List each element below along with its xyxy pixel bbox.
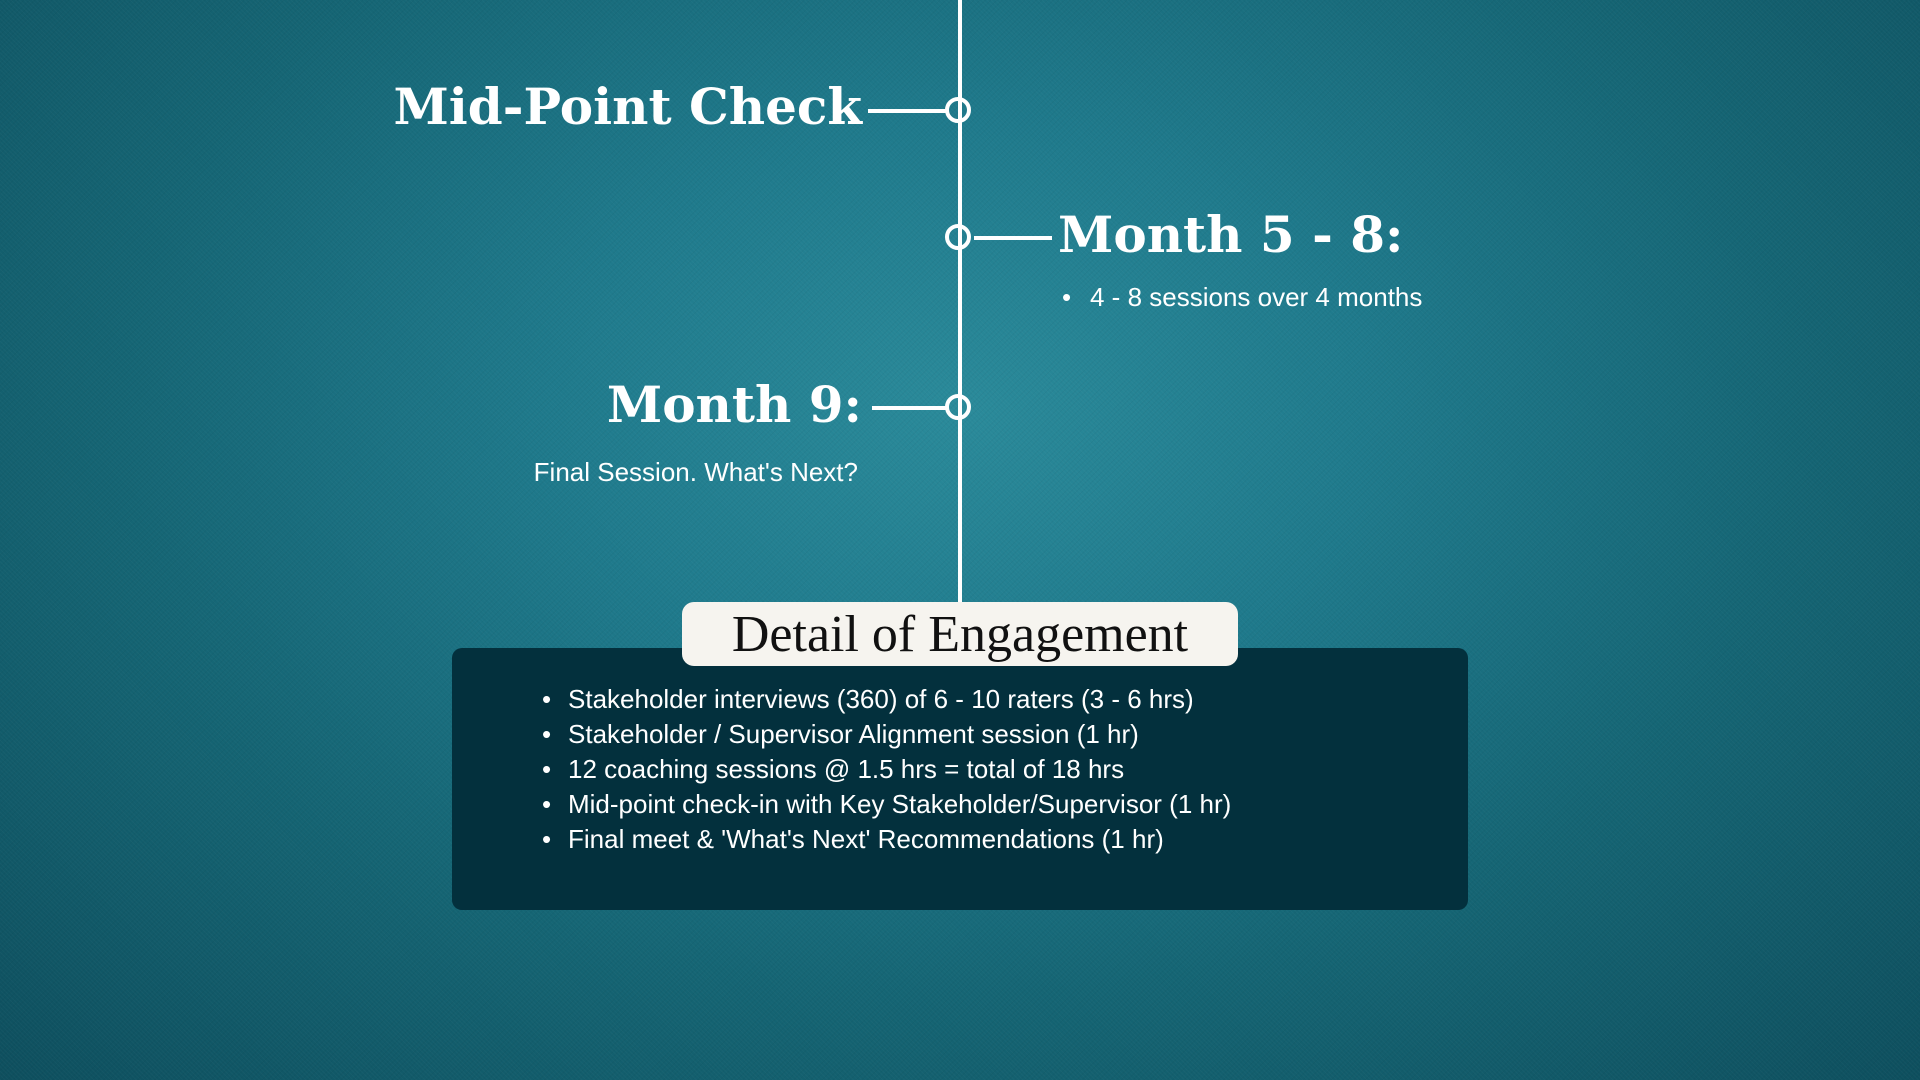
details-item: Mid-point check-in with Key Stakeholder/… [542,787,1468,822]
details-item: Final meet & 'What's Next' Recommendatio… [542,822,1468,857]
milestone-month-5-8-node [945,224,971,250]
timeline-spine [958,0,962,612]
milestone-month-5-8-title: Month 5 - 8: [1058,205,1404,264]
milestone-month-9-title: Month 9: [606,375,862,434]
details-title: Detail of Engagement [731,605,1189,663]
details-item: Stakeholder interviews (360) of 6 - 10 r… [542,682,1468,717]
milestone-mid-point-node [945,97,971,123]
milestone-mid-point-connector [868,109,946,113]
milestone-month-9-connector [872,406,946,410]
milestone-month-5-8-note: 4 - 8 sessions over 4 months [1062,284,1422,310]
details-header: Detail of Engagement [682,602,1238,666]
details-item: Stakeholder / Supervisor Alignment sessi… [542,717,1468,752]
details-list: Stakeholder interviews (360) of 6 - 10 r… [452,648,1468,857]
details-panel: Stakeholder interviews (360) of 6 - 10 r… [452,648,1468,910]
details-item: 12 coaching sessions @ 1.5 hrs = total o… [542,752,1468,787]
milestone-month-9-note: Final Session. What's Next? [533,457,858,487]
milestone-mid-point-title: Mid-Point Check [393,77,862,136]
milestone-month-9-node [945,394,971,420]
milestone-month-5-8-connector [974,236,1052,240]
